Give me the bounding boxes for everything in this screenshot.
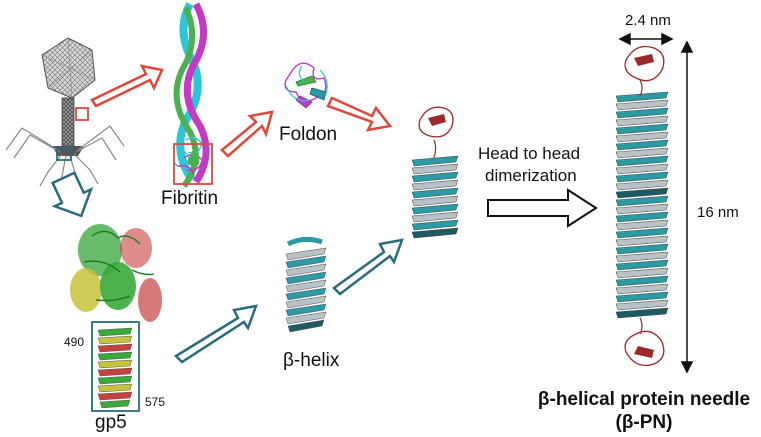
head-to-head-label: Head to head [478, 144, 581, 163]
arrow-to-gp5 [51, 171, 94, 218]
width-label: 2.4 nm [625, 12, 671, 29]
dimerization-arrow [487, 188, 598, 228]
fibritin-location-box [75, 107, 89, 121]
arrow-to-beta-helix [173, 304, 258, 364]
residue-start-label: 490 [64, 335, 85, 349]
residue-end-label: 575 [145, 395, 166, 409]
length-label: 16 nm [697, 204, 739, 221]
beta-helix-structure [285, 236, 327, 333]
fusion-monomer-structure [411, 106, 459, 239]
dimerization-label: dimerization [485, 166, 577, 185]
beta-helix-location-box [91, 321, 140, 412]
fibritin-label: Fibritin [161, 188, 219, 209]
arrow-helix-to-fusion [332, 238, 404, 296]
needle-dimer-structure [615, 45, 669, 367]
gp5-label: gp5 [95, 412, 127, 433]
foldon-label: Foldon [279, 124, 338, 145]
needle-title-line1: β-helical protein needle [537, 389, 751, 410]
foldon-location-box [173, 143, 213, 185]
foldon-structure [284, 62, 328, 109]
width-dimension-arrow [618, 32, 674, 46]
phage-illustration [5, 37, 125, 191]
arrow-foldon-to-fusion [326, 96, 393, 132]
arrow-to-foldon [220, 110, 274, 158]
needle-title-line2: (β-PN) [615, 412, 673, 433]
beta-helix-label: β-helix [283, 350, 340, 371]
length-dimension-arrow [680, 40, 694, 374]
arrow-to-fibritin [90, 64, 164, 108]
fibritin-structure [173, 2, 213, 188]
gp5-structure [70, 224, 162, 412]
gp5-location-box [56, 147, 72, 161]
